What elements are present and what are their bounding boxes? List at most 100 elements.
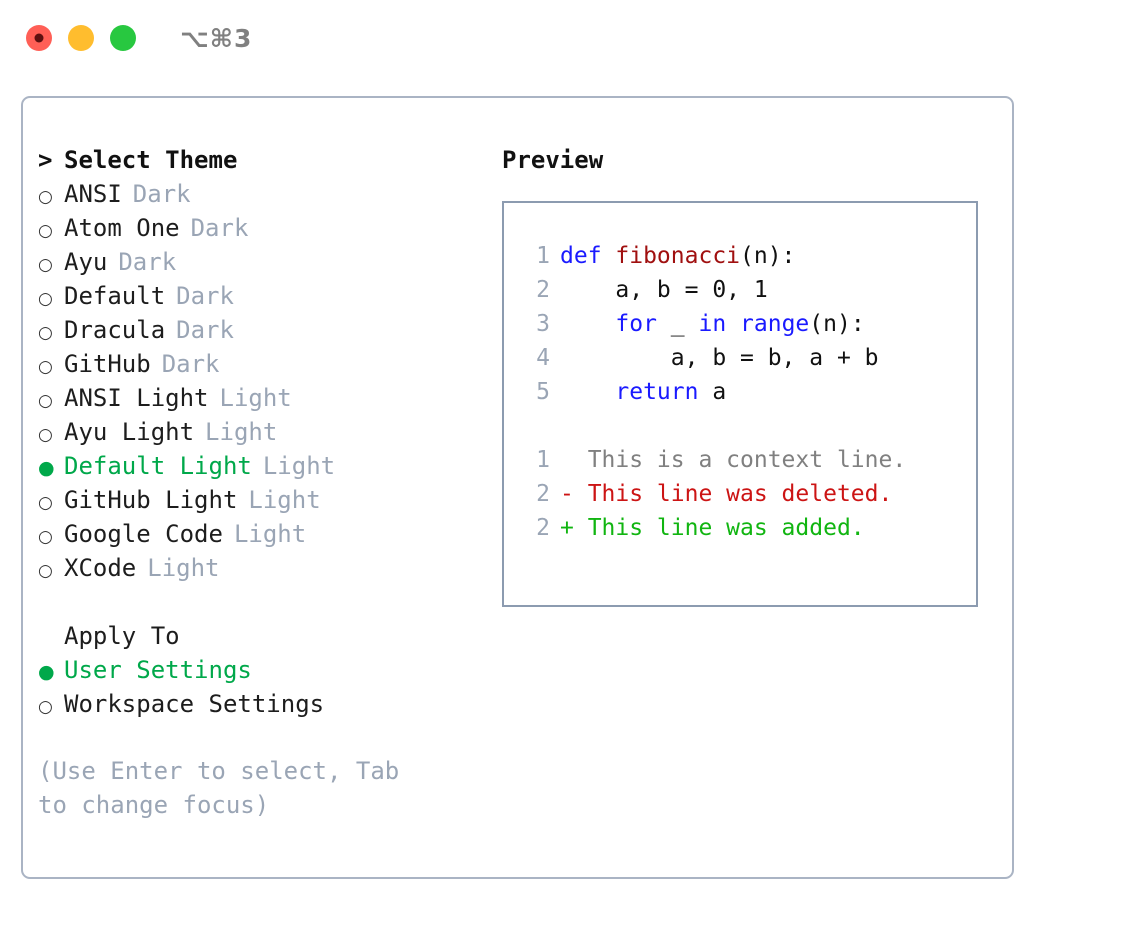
theme-option-label: Google Code [64,520,223,548]
radio-selected-icon: ● [38,457,55,479]
theme-option-label: Ayu Light [64,418,195,446]
close-button[interactable] [26,25,52,51]
radio-unselected-icon: ○ [38,323,53,343]
radio-unselected-icon: ○ [38,357,53,377]
preview-title: Preview [502,146,604,174]
radio-unselected-icon: ○ [38,391,53,411]
code-token-add: + This line was added. [560,515,865,541]
theme-option-label: Default Light [64,452,252,480]
theme-option-label: GitHub Light [64,486,238,514]
zoom-button[interactable] [110,25,136,51]
code-token-plain: (n): [809,311,865,337]
theme-option-ayu-light[interactable]: ○ Ayu Light Light [38,418,468,452]
code-token-plain [560,379,615,405]
theme-variant-tag: Light [233,520,307,548]
theme-option-label: Default [64,282,166,310]
code-token-del: - This line was deleted. [560,481,893,507]
theme-option-github-light[interactable]: ○ GitHub Light Light [38,486,468,520]
diff-line: 2 + This line was added. [516,515,976,549]
radio-unselected-icon: ○ [38,561,53,581]
apply-to-option-label: Workspace Settings [64,690,325,718]
theme-variant-tag: Dark [161,350,220,378]
minimize-button[interactable] [68,25,94,51]
code-token-ctx: This is a context line. [560,447,907,473]
apply-to-option-label: User Settings [64,656,252,684]
radio-unselected-icon: ○ [38,493,53,513]
theme-option-label: Dracula [64,316,166,344]
line-number: 3 [536,311,550,337]
radio-selected-icon: ● [38,661,55,683]
radio-unselected-icon: ○ [38,697,53,717]
line-number: 2 [536,515,550,541]
window-titlebar: ⌥⌘3 [0,0,1140,76]
apply-to-title: Apply To [64,622,180,650]
theme-option-label: ANSI [64,180,122,208]
theme-variant-tag: Light [147,554,220,582]
code-token-plain: (n): [740,243,796,269]
theme-variant-tag: Dark [176,282,234,310]
theme-variant-tag: Dark [118,248,177,276]
code-line: 4 a, b = b, a + b [516,345,976,379]
theme-option-atom-one[interactable]: ○ Atom One Dark [38,214,468,248]
theme-option-ansi-light[interactable]: ○ ANSI Light Light [38,384,468,418]
keyboard-hint-text: (Use Enter to select, Tab to change focu… [38,757,414,819]
diff-line: 2 - This line was deleted. [516,481,976,515]
theme-option-label: GitHub [64,350,151,378]
theme-variant-tag: Dark [190,214,249,242]
code-line: 5 return a [516,379,976,413]
radio-unselected-icon: ○ [38,255,53,275]
select-theme-header: > Select Theme [38,146,468,180]
diff-line: 1 This is a context line. [516,447,976,481]
apply-to-option-user-settings[interactable]: ● User Settings [38,656,468,690]
radio-unselected-icon: ○ [38,221,53,241]
line-number: 1 [536,243,550,269]
theme-variant-tag: Light [219,384,292,412]
radio-unselected-icon: ○ [38,527,53,547]
code-blank-line [516,413,976,447]
radio-unselected-icon: ○ [38,187,53,207]
line-number: 2 [536,277,550,303]
theme-option-label: Ayu [64,248,108,276]
theme-option-dracula[interactable]: ○ Dracula Dark [38,316,468,350]
line-number: 1 [536,447,550,473]
prompt-caret-icon: > [38,146,53,174]
code-token-kw: return [615,379,699,405]
code-token-plain [726,311,740,337]
theme-option-google-code[interactable]: ○ Google Code Light [38,520,468,554]
theme-option-ayu[interactable]: ○ Ayu Dark [38,248,468,282]
line-number: 2 [536,481,550,507]
theme-option-label: Atom One [64,214,180,242]
traffic-lights [26,25,136,51]
theme-option-ansi[interactable]: ○ ANSI Dark [38,180,468,214]
theme-variant-tag: Dark [132,180,191,208]
list-spacer [38,588,468,622]
theme-option-github[interactable]: ○ GitHub Dark [38,350,468,384]
code-token-plain: a, b = 0, 1 [560,277,768,303]
keyboard-shortcut-label: ⌥⌘3 [180,23,253,53]
code-token-kw: def [560,243,616,269]
apply-to-options-list: ● User Settings ○ Workspace Settings [38,656,468,724]
theme-option-label: ANSI Light [64,384,209,412]
diff-sample: 1 This is a context line.2- This line wa… [516,447,976,549]
line-number: 4 [536,345,550,371]
code-token-plain [560,311,615,337]
code-line: 2 a, b = 0, 1 [516,277,976,311]
code-token-kw: for [615,311,657,337]
radio-unselected-icon: ○ [38,425,53,445]
theme-variant-tag: Light [248,486,321,514]
apply-to-option-workspace-settings[interactable]: ○ Workspace Settings [38,690,468,724]
theme-variant-tag: Light [205,418,278,446]
theme-variant-tag: Dark [176,316,234,344]
code-token-kw: range [740,311,810,337]
code-token-kw: in [698,311,727,337]
